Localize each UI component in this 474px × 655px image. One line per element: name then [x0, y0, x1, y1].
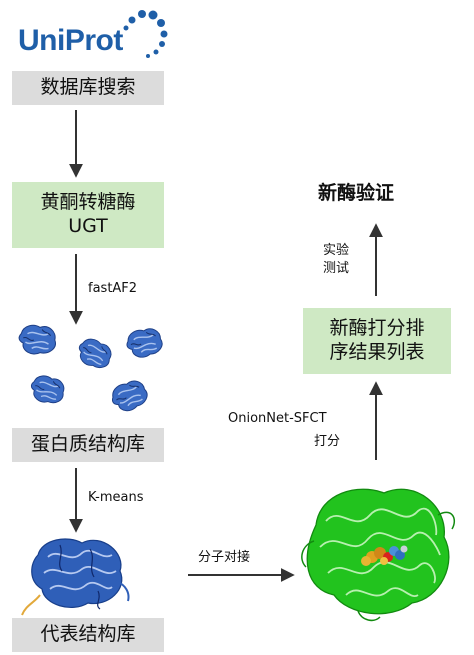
representative-structure-box: 代表结构库	[12, 618, 164, 652]
validation-title: 新酶验证	[318, 182, 395, 204]
uniprot-dots-icon	[123, 10, 168, 58]
ugt-label-line1: 黄酮转糖酶	[40, 191, 136, 214]
test-label-line1: 实验	[323, 243, 350, 258]
docked-enzyme-illustration	[301, 488, 456, 622]
uniprot-logo: UniProt	[18, 6, 168, 64]
protein-structure-library-label: 蛋白质结构库	[30, 433, 145, 456]
scoring-label-line2: 打分	[314, 434, 341, 449]
database-search-box: 数据库搜索	[12, 71, 164, 105]
ugt-label-line2: UGT	[68, 215, 108, 237]
representative-structure-label: 代表结构库	[40, 623, 136, 646]
representative-protein-illustration	[21, 538, 130, 616]
protein-structure-library-box: 蛋白质结构库	[12, 428, 164, 462]
kmeans-label: K-means	[88, 490, 144, 505]
ugt-box: 黄酮转糖酶 UGT	[12, 182, 164, 248]
fastaf2-label: fastAF2	[88, 281, 138, 296]
database-search-label: 数据库搜索	[40, 76, 136, 99]
ranking-list-box: 新酶打分排 序结果列表	[303, 308, 451, 374]
test-label-line2: 测试	[323, 261, 350, 276]
docking-label: 分子对接	[198, 550, 251, 565]
scoring-label-line1: OnionNet-SFCT	[228, 411, 327, 426]
ranking-label-line2: 序结果列表	[329, 341, 425, 363]
ranking-label-line1: 新酶打分排	[329, 317, 425, 340]
uniprot-logo-text: UniProt	[18, 24, 123, 57]
protein-structures-illustration	[18, 324, 166, 417]
ligand-icon	[361, 545, 408, 566]
